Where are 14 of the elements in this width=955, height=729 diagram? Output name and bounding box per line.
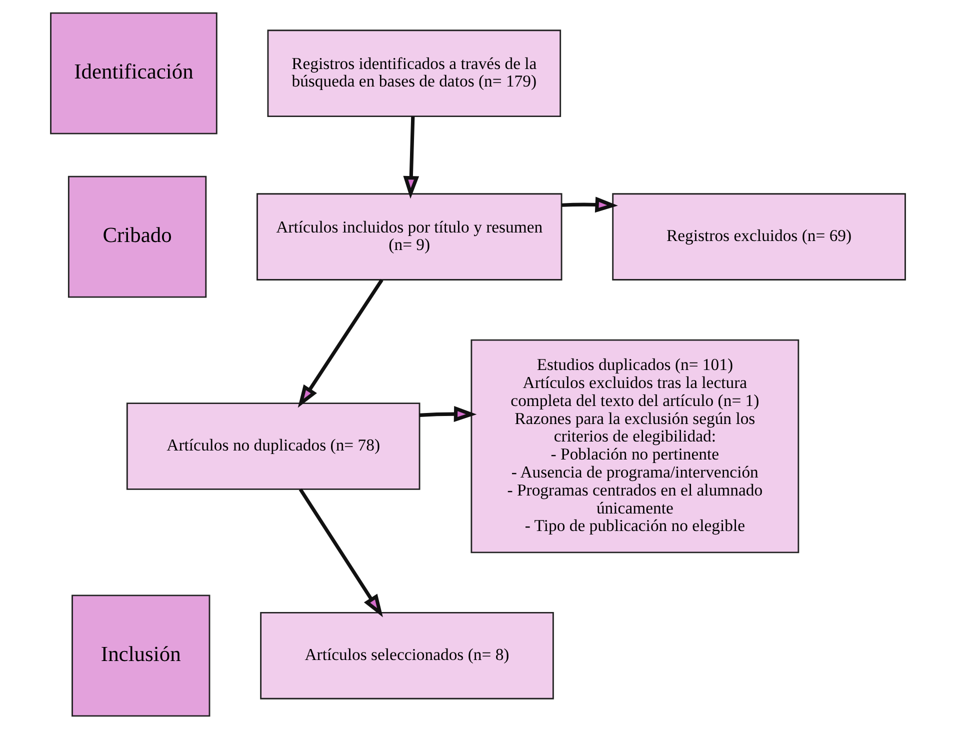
arrow: [297, 278, 383, 408]
arrow: [561, 196, 618, 213]
node-box: Artículos incluidos por título y resumen (n= 9): [256, 193, 562, 280]
node-box: Estudios duplicados (n= 101) Artículos excluidos tras la lectura completa del texto del artículo (n= 1) Razones para la exclusión según los criterios de elegibilidad: - Población no pertinente - Ausencia de programa/intervención - Programas centrados en el alumnado únicamente - Tipo de publicación no elegible: [470, 339, 799, 554]
arrow: [298, 488, 382, 618]
arrow: [418, 406, 476, 422]
node-box: Identificación: [50, 12, 217, 134]
node-box: Registros excluidos (n= 69): [612, 193, 906, 280]
arrow: [402, 116, 419, 199]
node-box: Cribado: [67, 176, 206, 298]
node-box: Registros identificados a través de la búsqueda en bases de datos (n= 179): [266, 30, 561, 117]
node-box: Inclusión: [71, 594, 210, 717]
node-box: Artículos seleccionados (n= 8): [260, 612, 554, 700]
node-box: Artículos no duplicados (n= 78): [126, 402, 420, 490]
